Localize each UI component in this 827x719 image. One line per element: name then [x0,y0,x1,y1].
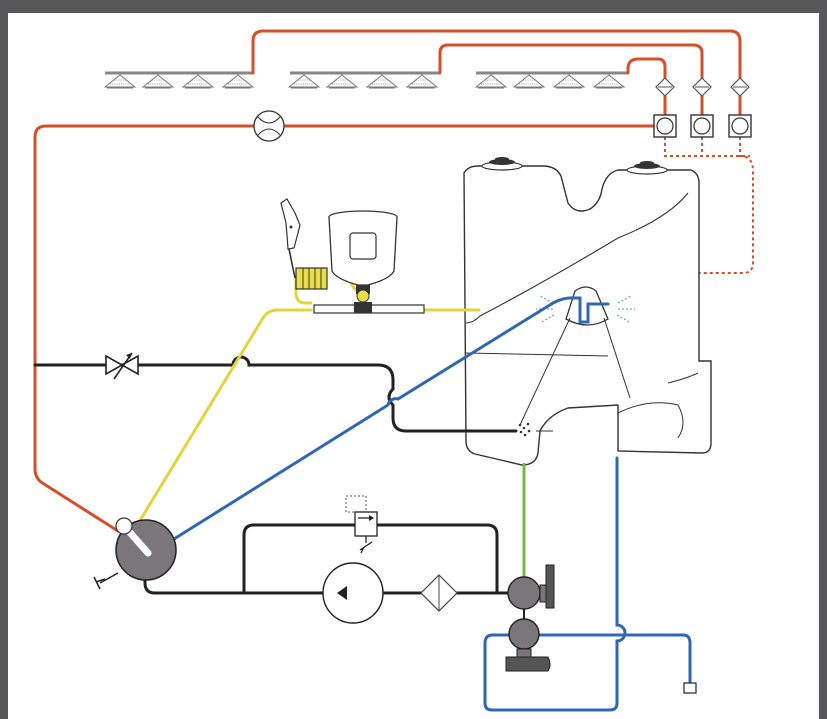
section-valve-icon [728,114,752,138]
diamond-filter-icon [692,77,712,97]
tank-filler-cap-icon [481,157,523,171]
nozzle-icon [513,74,545,89]
diamond-filter-icon [655,77,675,97]
rinse-lines [172,296,692,712]
boom-section-3 [475,71,628,89]
relief-valve-icon [345,495,378,554]
drain-outlet-icon [683,682,697,694]
nozzle-icon [104,74,136,89]
nozzle-icon [593,74,625,89]
nozzle-icon [182,74,214,89]
agitation-nozzle-icon [518,422,531,437]
flow-meter-icon [253,110,285,142]
nozzle-icon [222,74,254,89]
boom-section-1 [104,71,254,89]
nozzle-icon [406,74,438,89]
nozzle-icon [366,74,398,89]
chemical-line [131,273,481,534]
section-valve-icon [690,114,714,138]
return-to-tank-dotted-lines [664,137,754,274]
nozzle-icon [288,74,320,89]
section-filters [655,77,750,97]
nozzle-icon [553,74,585,89]
sprayer-plumbing-diagram [33,29,754,712]
agitator-valve-icon [93,517,177,590]
section-valves [653,114,752,138]
drain-valve-icon [505,609,551,672]
tank-filler-cap-icon [626,161,668,175]
main-pump-icon [322,562,384,624]
spray-gun-icon [280,198,301,279]
section-valve-icon [653,114,677,138]
diagram-canvas [8,13,819,719]
pressure-regulator-icon [105,352,139,380]
pressure-lines [33,29,742,533]
boom-section-2 [288,71,440,89]
additive-canister-icon [295,267,328,290]
chemical-hopper-icon [313,210,425,314]
suction-filter-icon [420,574,458,612]
nozzle-icon [326,74,358,89]
suction-valve-icon [507,564,555,610]
diamond-filter-icon [730,77,750,97]
nozzle-icon [142,74,174,89]
nozzle-icon [475,74,507,89]
